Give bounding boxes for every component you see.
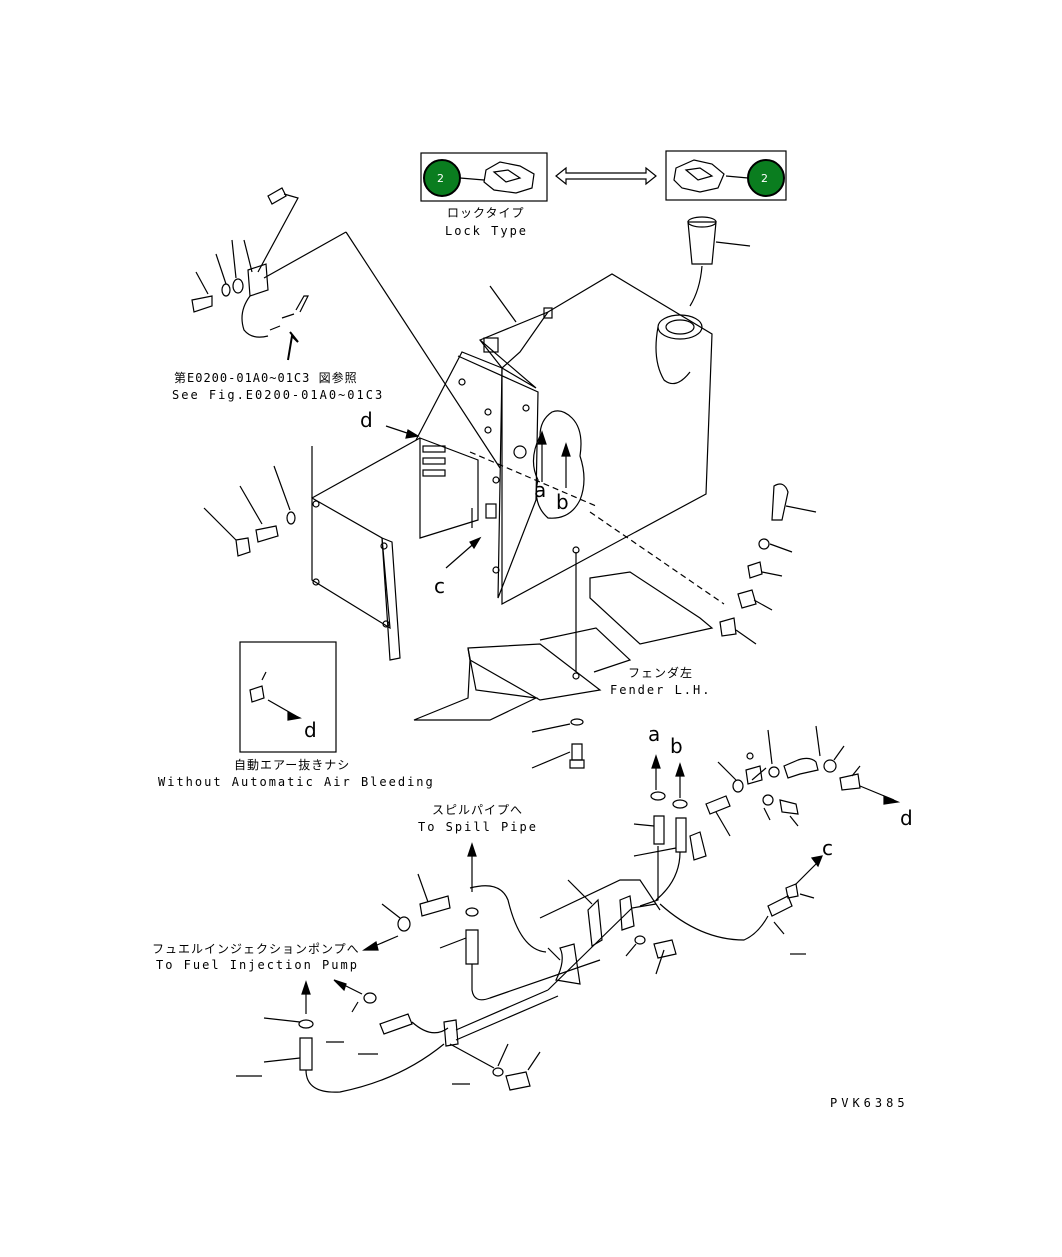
fender-en: Fender L.H. [610,683,712,697]
cap-nut [235,537,251,557]
marker-a-low: a [648,722,661,746]
fuel-pump-jp: フュエルインジェクションポンプへ [152,942,360,956]
fuel-tank [479,273,713,606]
fender-jp: フェンダ左 [628,666,694,680]
hose-spill [419,895,451,917]
tube-a [653,815,665,845]
filler-neck [657,314,703,340]
filler-cap-icon [673,159,725,193]
lock-type-box-right [665,150,787,201]
see-fig-en: See Fig.E0200-01A0~01C3 [172,388,385,402]
see-fig-jp: 第E0200-01A0~01C3 図参照 [174,371,358,385]
bolt [571,743,583,761]
mount-bracket [419,437,479,539]
clamp [443,1019,459,1047]
marker-c-low: c [822,836,833,860]
spill-pipe-jp: スピルパイプへ [432,803,524,817]
hose [705,795,731,815]
hose [783,757,819,779]
strainer [687,221,717,265]
hose [771,483,789,521]
without-air-jp: 自動エアー抜きナシ [234,758,351,772]
clamp [619,895,635,931]
without-air-en: Without Automatic Air Bleeding [158,775,435,789]
spill-pipe-en: To Spill Pipe [418,820,538,834]
cutaway-outline [532,410,585,519]
marker-d-box: d [304,718,317,742]
bolt [255,525,279,543]
double-arrow [555,166,657,186]
lever-handle [267,187,287,205]
marker-a-top: a [534,478,547,502]
lock-type-jp: ロックタイプ [447,206,525,220]
hose-pump [379,1013,413,1035]
badge-right: 2 [761,172,768,185]
clamp [555,943,581,985]
fuel-pump-en: To Fuel Injection Pump [156,958,359,972]
bolt [191,295,213,313]
marker-b-top: b [556,490,569,514]
marker-d-low: d [900,806,913,830]
marker-c-top: c [434,574,445,598]
side-cover [311,496,391,630]
lever-base [247,263,269,297]
spill-pipe-line [469,885,547,953]
lock-type-en: Lock Type [445,224,529,238]
drawing-code: PVK6385 [830,1096,909,1110]
marker-b-low: b [670,734,683,758]
tube-b [675,817,687,853]
clamp [587,898,603,947]
filler-cap-icon [483,161,535,194]
lock-type-box-left [420,152,548,202]
badge-left: 2 [437,172,444,185]
marker-d-top: d [360,408,373,432]
air-bleeding-box [239,641,337,753]
